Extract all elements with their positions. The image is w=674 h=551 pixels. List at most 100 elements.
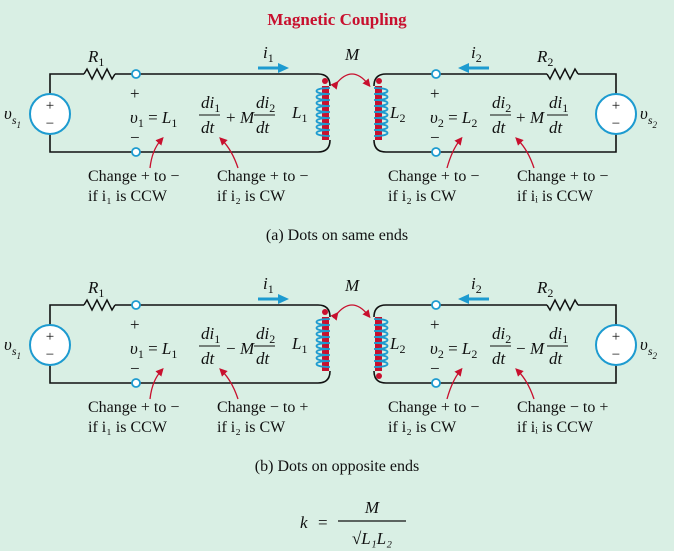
v2-plus: + <box>430 315 440 334</box>
r1-label: R1 <box>87 278 104 300</box>
note-text: Change + to − <box>388 399 479 416</box>
wire <box>115 304 331 318</box>
terminal <box>131 147 141 157</box>
l1-label: L1 <box>291 334 307 356</box>
mutual-coupling-arrow <box>330 73 371 90</box>
note-text: Change + to − <box>388 168 479 185</box>
r2-label: R2 <box>536 47 553 69</box>
eq1-sign: − <box>226 339 236 358</box>
wire <box>49 134 331 153</box>
note-pointer <box>446 367 463 400</box>
mutual-coupling-arrow <box>330 304 371 321</box>
arrow-head <box>278 294 289 304</box>
note-text: Change − to + <box>217 399 308 416</box>
terminal <box>131 69 141 79</box>
wire <box>373 365 617 384</box>
v1-minus: − <box>130 359 140 378</box>
note-pointer <box>446 136 463 169</box>
vs1-label: υs1 <box>4 104 21 130</box>
note-pointer <box>149 137 164 169</box>
formula-numerator: M <box>364 498 380 517</box>
note-text: if i₂ is CW <box>388 419 457 436</box>
i2-label: i2 <box>471 274 482 296</box>
arrow-head <box>458 63 469 73</box>
i1-label: i1 <box>263 274 274 296</box>
source-minus: − <box>612 116 620 132</box>
voltage-source-vs1 <box>29 93 71 135</box>
circuit-a: + − + − υs1 υs2 R1 R2 + − + − i1 i2 M <box>4 43 657 244</box>
note-text: Change + to − <box>517 168 608 185</box>
i2-label: i2 <box>471 43 482 65</box>
svg-text:di1: di1 <box>201 93 220 115</box>
resistor-r1 <box>83 67 116 81</box>
wire <box>49 365 331 384</box>
wire <box>373 134 617 153</box>
note-text: if i₁ is CCW <box>88 419 168 436</box>
voltage-source-vs2 <box>595 93 637 135</box>
eq1-sign: + <box>226 108 236 127</box>
svg-text:dt: dt <box>549 118 564 137</box>
r2-label: R2 <box>536 278 553 300</box>
note-text: Change − to + <box>517 399 608 416</box>
note-text: if iᵢ is CCW <box>517 419 594 436</box>
l2-label: L2 <box>389 103 405 125</box>
v1-minus: − <box>130 128 140 147</box>
v2-minus: − <box>430 128 440 147</box>
note-text: Change + to − <box>217 168 308 185</box>
note-pointer <box>515 368 535 400</box>
source-minus: − <box>46 116 54 132</box>
svg-text:M: M <box>239 108 255 127</box>
note-text: if i₁ is CCW <box>88 188 168 205</box>
note-text: if iᵢ is CCW <box>517 188 594 205</box>
wire <box>115 73 331 87</box>
terminal <box>431 69 441 79</box>
coil-l2 <box>373 318 389 368</box>
svg-text:dt: dt <box>201 349 216 368</box>
equation-v2: υ2 = L2 di2 dt − M di1 dt <box>430 324 568 368</box>
wire <box>373 73 547 87</box>
vs1-label: υs1 <box>4 335 21 361</box>
svg-text:di2: di2 <box>256 93 275 115</box>
svg-text:dt: dt <box>201 118 216 137</box>
mutual-label: M <box>344 45 360 64</box>
arrow-head <box>458 294 469 304</box>
coil-l2 <box>373 87 389 137</box>
wire <box>578 304 617 325</box>
resistor-r2 <box>546 298 579 312</box>
svg-text:dt: dt <box>256 118 271 137</box>
wire <box>578 73 617 94</box>
svg-text:di1: di1 <box>201 324 220 346</box>
vs2-label: υs2 <box>640 104 657 130</box>
svg-text:di2: di2 <box>256 324 275 346</box>
polarity-dot-l2 <box>376 373 382 379</box>
vs2-label: υs2 <box>640 335 657 361</box>
source-plus: + <box>612 329 620 345</box>
eq2-sign: + <box>516 108 526 127</box>
i1-label: i1 <box>263 43 274 65</box>
note-text: if i₂ is CW <box>217 188 286 205</box>
note-text: Change + to − <box>88 399 179 416</box>
wire <box>49 304 84 325</box>
svg-text:dt: dt <box>492 118 507 137</box>
svg-text:di2: di2 <box>492 324 511 346</box>
resistor-r2 <box>546 67 579 81</box>
v1-plus: + <box>130 315 140 334</box>
terminal <box>431 147 441 157</box>
coil-l1 <box>315 318 331 368</box>
coil-l1 <box>315 87 331 137</box>
note-pointer <box>219 368 239 400</box>
formula-lhs: k <box>300 513 308 532</box>
equation-v2: υ2 = L2 di2 dt + M di1 dt <box>430 93 568 137</box>
voltage-source-vs2 <box>595 324 637 366</box>
terminal <box>131 378 141 388</box>
caption-a: (a) Dots on same ends <box>266 227 408 244</box>
resistor-r1 <box>83 298 116 312</box>
caption-b: (b) Dots on opposite ends <box>255 458 419 475</box>
arrow-head <box>278 63 289 73</box>
svg-text:υ1 = L1: υ1 = L1 <box>130 339 177 361</box>
polarity-dot-l1 <box>322 78 328 84</box>
terminal <box>131 300 141 310</box>
eq2-sign: − <box>516 339 526 358</box>
svg-text:M: M <box>529 339 545 358</box>
